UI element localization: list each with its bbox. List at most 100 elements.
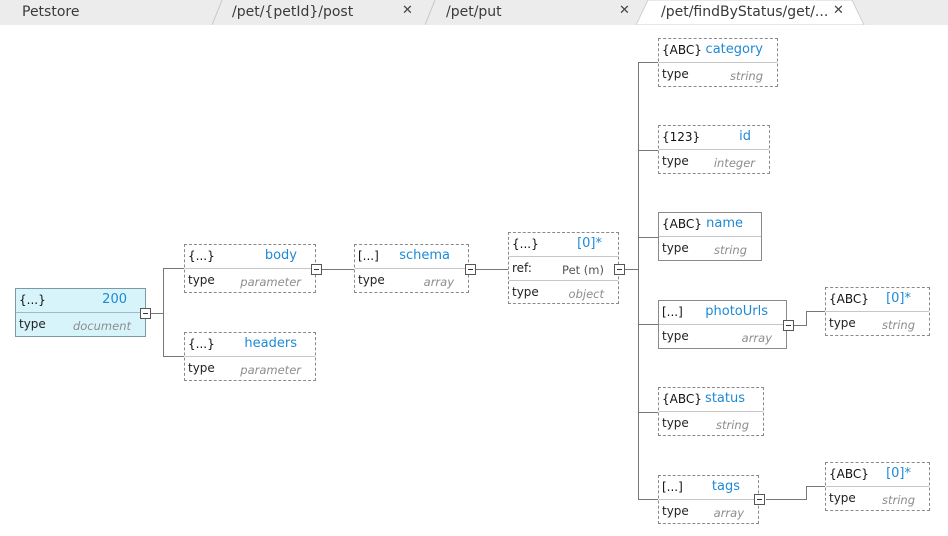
close-icon[interactable]: ✕ [402,3,413,18]
node-header: {...} body [185,245,315,268]
node-name: headers [244,336,297,351]
node-type-row: type parameter [185,356,315,380]
connector [476,269,509,270]
ref-label: ref: [512,261,532,275]
node-name-property[interactable]: {ABC} name type string [658,212,762,261]
type-value: array [741,331,772,345]
node-name: body [264,248,297,263]
node-type-row: type string [659,62,777,86]
type-value: parameter [240,275,301,289]
connector [638,62,639,500]
node-name: schema [399,248,450,263]
connector [163,268,184,269]
connector [163,268,164,356]
collapse-toggle-body[interactable] [311,264,322,275]
node-category[interactable]: {ABC} category type string [658,38,778,87]
node-type-row: type string [826,486,929,510]
node-header: [...] photoUrls [659,301,786,324]
tab-label: /pet/findByStatus/get/... [661,4,829,20]
string-type-icon: {ABC} [662,392,702,406]
node-header: {...} headers [185,333,315,356]
connector [163,356,184,357]
tab-pet-petid-post[interactable]: /pet/{petId}/post ✕ [218,0,426,25]
tab-pet-findbystatus-get[interactable]: /pet/findByStatus/get/... ✕ [648,0,863,25]
node-header: {ABC} status [659,388,763,411]
tab-pet-put[interactable]: /pet/put ✕ [432,0,642,25]
type-label: type [829,491,856,505]
collapse-toggle-photourls[interactable] [783,320,794,331]
node-header: {...} [0]* [509,233,618,256]
collapse-toggle-tags[interactable] [754,494,765,505]
node-type-row: type array [659,324,786,348]
string-type-icon: {ABC} [662,217,702,231]
type-label: type [662,154,689,168]
type-value: string [881,318,915,332]
connector [638,412,658,413]
connector [806,311,825,312]
collapse-toggle-item[interactable] [614,264,625,275]
tab-label: /pet/{petId}/post [232,4,354,20]
type-value: string [715,418,749,432]
node-header: {ABC} category [659,39,777,62]
node-type-row: type parameter [185,268,315,292]
object-type-icon: {...} [188,249,215,263]
node-name: name [706,216,743,231]
connector [806,486,825,487]
node-photourls[interactable]: [...] photoUrls type array [658,300,787,349]
array-type-icon: [...] [662,305,683,319]
node-type-row: type array [355,268,468,292]
connector [625,269,638,270]
string-type-icon: {ABC} [829,467,869,481]
node-id[interactable]: {123} id type integer [658,125,770,174]
connector [151,313,163,314]
connector [766,499,806,500]
type-value: string [729,69,763,83]
type-value: string [713,243,747,257]
node-headers[interactable]: {...} headers type parameter [184,332,316,381]
node-status[interactable]: {ABC} status type string [658,387,764,436]
node-header: {ABC} [0]* [826,463,929,486]
type-label: type [662,241,689,255]
connector [806,486,807,500]
type-value: object [568,287,604,301]
node-array-item[interactable]: {...} [0]* ref: Pet (m) type object [508,232,619,304]
ref-value[interactable]: Pet (m) [562,263,604,277]
type-value: integer [713,156,755,170]
node-name: 200 [102,292,127,307]
type-label: type [662,416,689,430]
node-body[interactable]: {...} body type parameter [184,244,316,293]
node-tags[interactable]: [...] tags type array [658,475,759,524]
collapse-toggle-schema[interactable] [465,264,476,275]
node-tags-item[interactable]: {ABC} [0]* type string [825,462,930,511]
tab-bar: Petstore /pet/{petId}/post ✕ /pet/put ✕ … [0,0,948,25]
node-200[interactable]: {...} 200 type document [15,288,146,337]
array-type-icon: [...] [358,249,379,263]
node-ref-row: ref: Pet (m) [509,256,618,280]
connector [638,324,658,325]
node-name: [0]* [886,466,911,481]
active-tab-shape [636,0,865,25]
type-label: type [188,273,215,287]
node-schema[interactable]: [...] schema type array [354,244,469,293]
type-label: type [829,316,856,330]
object-type-icon: {...} [512,237,539,251]
node-type-row: type string [826,311,929,335]
tab-petstore[interactable]: Petstore [0,0,215,25]
type-label: type [19,317,46,331]
connector [638,62,658,63]
type-label: type [358,273,385,287]
string-type-icon: {ABC} [829,292,869,306]
close-icon[interactable]: ✕ [619,3,630,18]
node-type-row: type document [16,312,145,336]
node-photourls-item[interactable]: {ABC} [0]* type string [825,287,930,336]
connector [322,269,354,270]
node-header: {123} id [659,126,769,149]
node-header: [...] tags [659,476,758,499]
type-value: string [881,493,915,507]
collapse-toggle-200[interactable] [140,308,151,319]
node-name: [0]* [886,291,911,306]
close-icon[interactable]: ✕ [833,3,844,18]
schema-diagram: {...} 200 type document {...} body type … [3,25,948,536]
object-type-icon: {...} [19,293,46,307]
node-header: {...} 200 [16,289,145,312]
